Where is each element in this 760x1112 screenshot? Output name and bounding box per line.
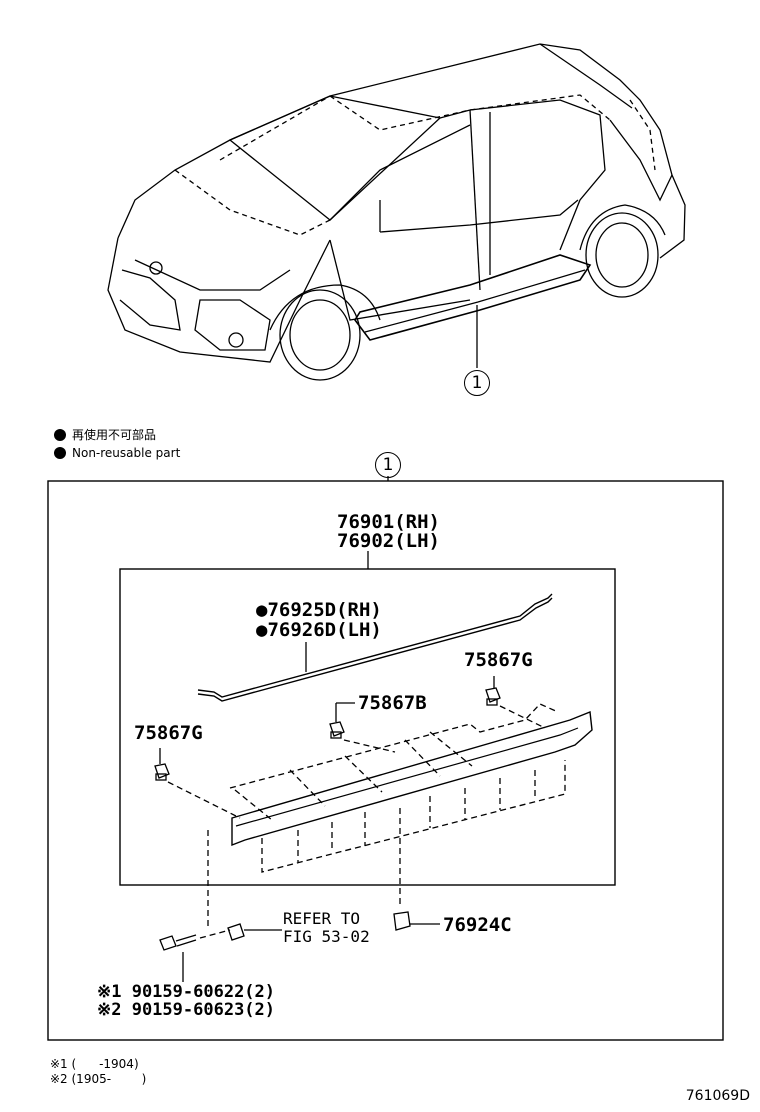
part-seal-rh: ●76925D(RH) — [256, 599, 382, 621]
part-rocker-lh: 76902(LH) — [337, 530, 440, 552]
note-2: ※2 (1905- ) — [50, 1072, 147, 1086]
legend-en-text: Non-reusable part — [72, 446, 181, 460]
detail-frame — [47, 480, 724, 1041]
refer-clip — [227, 923, 282, 941]
refer-line2: FIG 53-02 — [283, 927, 370, 946]
note-1: ※1 ( -1904) — [50, 1057, 139, 1071]
callout-box: 1 — [375, 452, 401, 478]
part-screw-1: ※1 90159-60622(2) — [97, 982, 276, 1002]
non-reusable-dot-icon — [54, 428, 66, 441]
refer-line1: REFER TO — [283, 909, 361, 928]
part-clip-b: 75867B — [358, 692, 427, 714]
legend-jp-text: 再使用不可部品 — [72, 428, 157, 442]
non-reusable-dot-icon — [54, 447, 66, 459]
legend-en: Non-reusable part — [54, 446, 180, 460]
part-nut: 76924C — [443, 914, 512, 936]
legend-jp: 再使用不可部品 — [54, 426, 156, 443]
callout-car: 1 — [464, 370, 490, 396]
screw-90159 — [159, 934, 197, 982]
nut-76924C — [393, 911, 440, 931]
part-seal-lh: ●76926D(LH) — [256, 619, 382, 641]
part-clip-g-left: 75867G — [134, 722, 203, 744]
part-screw-2: ※2 90159-60623(2) — [97, 1000, 276, 1020]
part-clip-g-right: 75867G — [464, 649, 533, 671]
diagram-code: 761069D — [685, 1088, 750, 1104]
clip-75867G-right — [485, 676, 501, 706]
car-illustration — [107, 43, 686, 381]
part-rocker-rh: 76901(RH) — [337, 511, 440, 533]
clip-75867G-left — [154, 748, 170, 781]
clip-75867B — [329, 702, 355, 739]
